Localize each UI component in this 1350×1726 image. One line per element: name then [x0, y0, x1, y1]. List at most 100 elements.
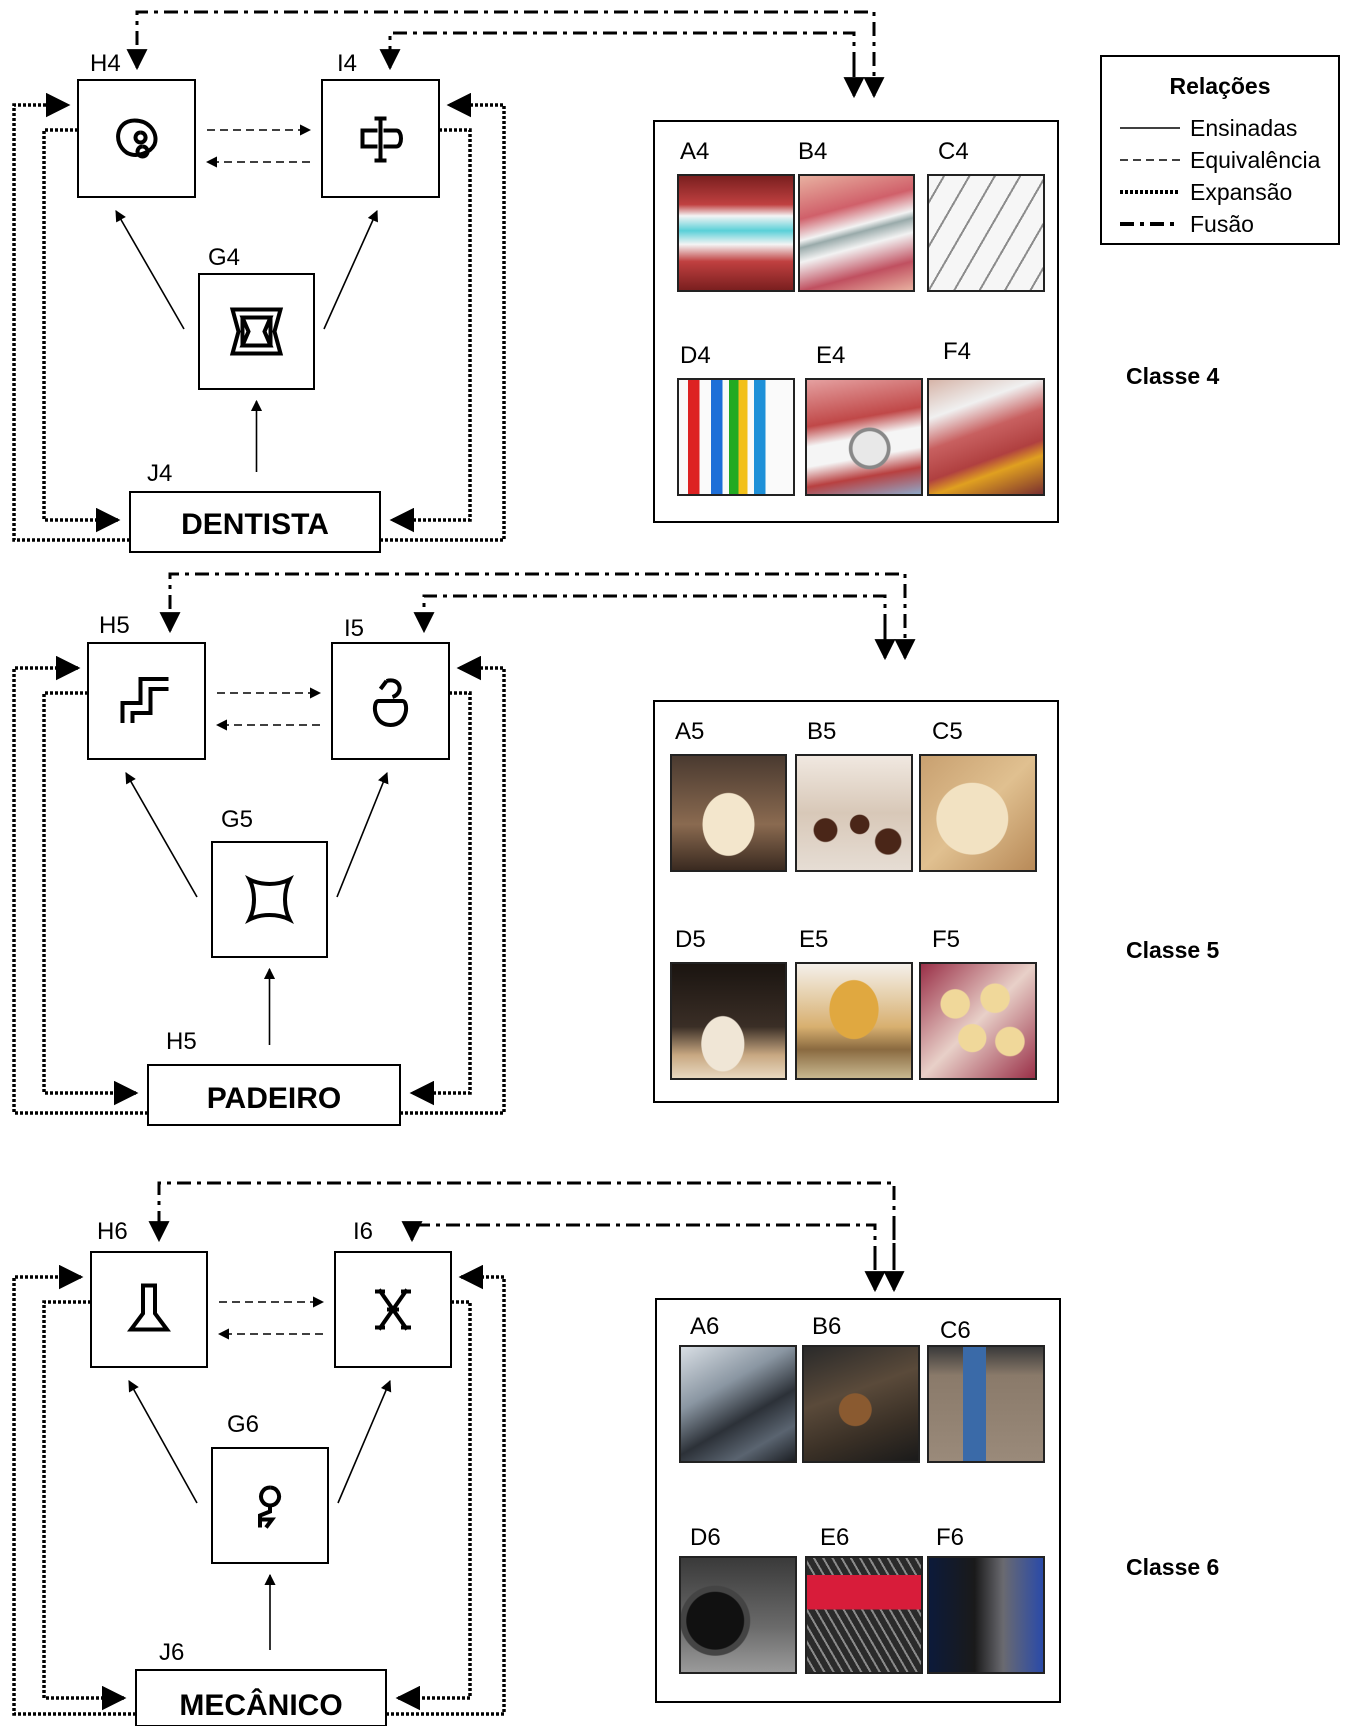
class-4-expansion-i-to-j — [389, 128, 472, 533]
i6-symbol-path — [375, 1288, 411, 1331]
photo-engine-service — [927, 1556, 1045, 1674]
photo-label: C6 — [940, 1317, 971, 1344]
photo-bread-basket — [795, 962, 913, 1080]
h-label: H5 — [99, 612, 130, 639]
legend-title: Relações — [1169, 73, 1271, 99]
photo-flour-dough — [670, 962, 787, 1080]
class-label: Classe 6 — [1126, 1554, 1220, 1580]
photo-label: B6 — [812, 1313, 842, 1340]
g4-symbol-path — [229, 307, 284, 356]
word-label: MECÂNICO — [179, 1689, 343, 1722]
class-label: Classe 5 — [1126, 937, 1220, 963]
photo-dental-mirror — [805, 378, 923, 496]
word-label: DENTISTA — [181, 508, 329, 541]
class-6-taught-g-to-h — [128, 1380, 198, 1504]
legend-label: Expansão — [1190, 179, 1293, 205]
photo-dough-rolling-pin — [919, 754, 1037, 872]
legend-label: Ensinadas — [1190, 115, 1298, 141]
g-label: G6 — [227, 1411, 260, 1438]
g-label: G5 — [221, 806, 254, 833]
class-4-word-box — [129, 491, 381, 553]
j-label: H5 — [166, 1028, 197, 1055]
h5-symbol-icon — [120, 677, 169, 723]
i4-symbol-icon — [360, 116, 403, 163]
g5-symbol-path — [245, 875, 294, 924]
g-label: G4 — [208, 244, 241, 271]
photo-tire-change — [679, 1556, 797, 1674]
photo-engine-repair — [679, 1345, 797, 1463]
h-label: H6 — [97, 1218, 128, 1245]
legend: Relações Ensinadas Equivalência Expansão… — [1100, 55, 1340, 245]
photo-label: E5 — [799, 926, 829, 953]
photo-anesthesia-syringe — [927, 378, 1045, 496]
legend-label: Fusão — [1190, 211, 1254, 237]
class-5-taught-g-to-h — [125, 772, 198, 898]
class-5-g-stimulus-box — [211, 841, 328, 958]
i-label: I4 — [337, 50, 358, 77]
class-5-expansion-j-to-h — [12, 655, 148, 1115]
class-6-taught-g-to-i — [337, 1379, 392, 1504]
photo-label: C5 — [932, 718, 963, 745]
class-6-expansion-j-to-h — [12, 1264, 136, 1716]
i-label: I6 — [353, 1218, 374, 1245]
dotted-line-icon — [1120, 190, 1180, 194]
photo-label: F5 — [932, 926, 961, 953]
i5-symbol-icon — [372, 678, 409, 728]
class-5-word-box — [147, 1064, 401, 1126]
photo-label: A4 — [680, 138, 710, 165]
class-4-g-stimulus-box — [198, 273, 315, 390]
legend-item-expansao: Expansão — [1120, 179, 1340, 209]
photo-set: A5 B5 C5 D5 E5 F5 — [653, 700, 1059, 1103]
h4-symbol-icon — [116, 118, 158, 159]
class-6-fusion-photos-to-h — [148, 1181, 896, 1290]
g5-symbol-icon — [245, 875, 294, 924]
photo-label: A6 — [690, 1313, 720, 1340]
photo-mechanic-under-car — [927, 1345, 1045, 1463]
class-4-fusion-photos-to-i — [379, 31, 856, 96]
class-4-taught-g-to-i — [323, 209, 378, 330]
i5-symbol-path — [372, 678, 409, 728]
h4-symbol-path — [116, 118, 158, 159]
class-4-expansion-h-to-j — [42, 128, 121, 533]
legend-item-equivalencia: Equivalência — [1120, 147, 1340, 177]
word-label: PADEIRO — [206, 1082, 342, 1115]
class-5-taught-g-to-i — [336, 771, 389, 898]
class-5-expansion-j-to-i — [400, 655, 506, 1115]
class-6-expansion-h-to-j — [42, 1300, 127, 1711]
photo-label: B4 — [798, 138, 828, 165]
photo-dental-instruments — [927, 174, 1045, 292]
photo-label: E4 — [816, 342, 846, 369]
j-label: J4 — [147, 460, 173, 487]
photo-teeth-retractor — [677, 174, 795, 292]
h6-symbol-path — [127, 1283, 171, 1332]
class-6-word-box — [135, 1669, 387, 1726]
photo-label: A5 — [675, 718, 705, 745]
photo-engine-block — [802, 1345, 920, 1463]
i6-symbol-icon — [375, 1288, 411, 1331]
dashdot-line-icon — [1120, 222, 1180, 226]
i-label: I5 — [344, 615, 365, 642]
class-6-fusion-photos-to-i — [401, 1221, 877, 1290]
photo-label: B5 — [807, 718, 837, 745]
photo-set: A4 B4 C4 D4 E4 F4 — [653, 120, 1059, 523]
h5-symbol-path — [120, 677, 169, 723]
photo-label: F6 — [936, 1524, 965, 1551]
photo-kneading-dough — [670, 754, 787, 872]
photo-label: C4 — [938, 138, 969, 165]
class-5-h-stimulus-box — [87, 642, 206, 760]
photo-set: A6 B6 C6 D6 E6 F6 — [655, 1298, 1061, 1703]
j-label: J6 — [159, 1639, 185, 1666]
class-5-expansion-i-to-j — [409, 691, 472, 1106]
photo-decorating-cakes — [795, 754, 913, 872]
legend-item-fusao: Fusão — [1120, 211, 1340, 241]
h6-symbol-icon — [127, 1283, 171, 1332]
photo-label: E6 — [820, 1524, 850, 1551]
g4-symbol-icon — [229, 307, 284, 356]
class-4-fusion-photos-to-h — [126, 10, 876, 96]
photo-toolbox — [805, 1556, 923, 1674]
legend-label: Equivalência — [1190, 147, 1321, 173]
class-5-expansion-h-to-j — [42, 691, 139, 1106]
class-6-h-stimulus-box — [90, 1251, 208, 1368]
